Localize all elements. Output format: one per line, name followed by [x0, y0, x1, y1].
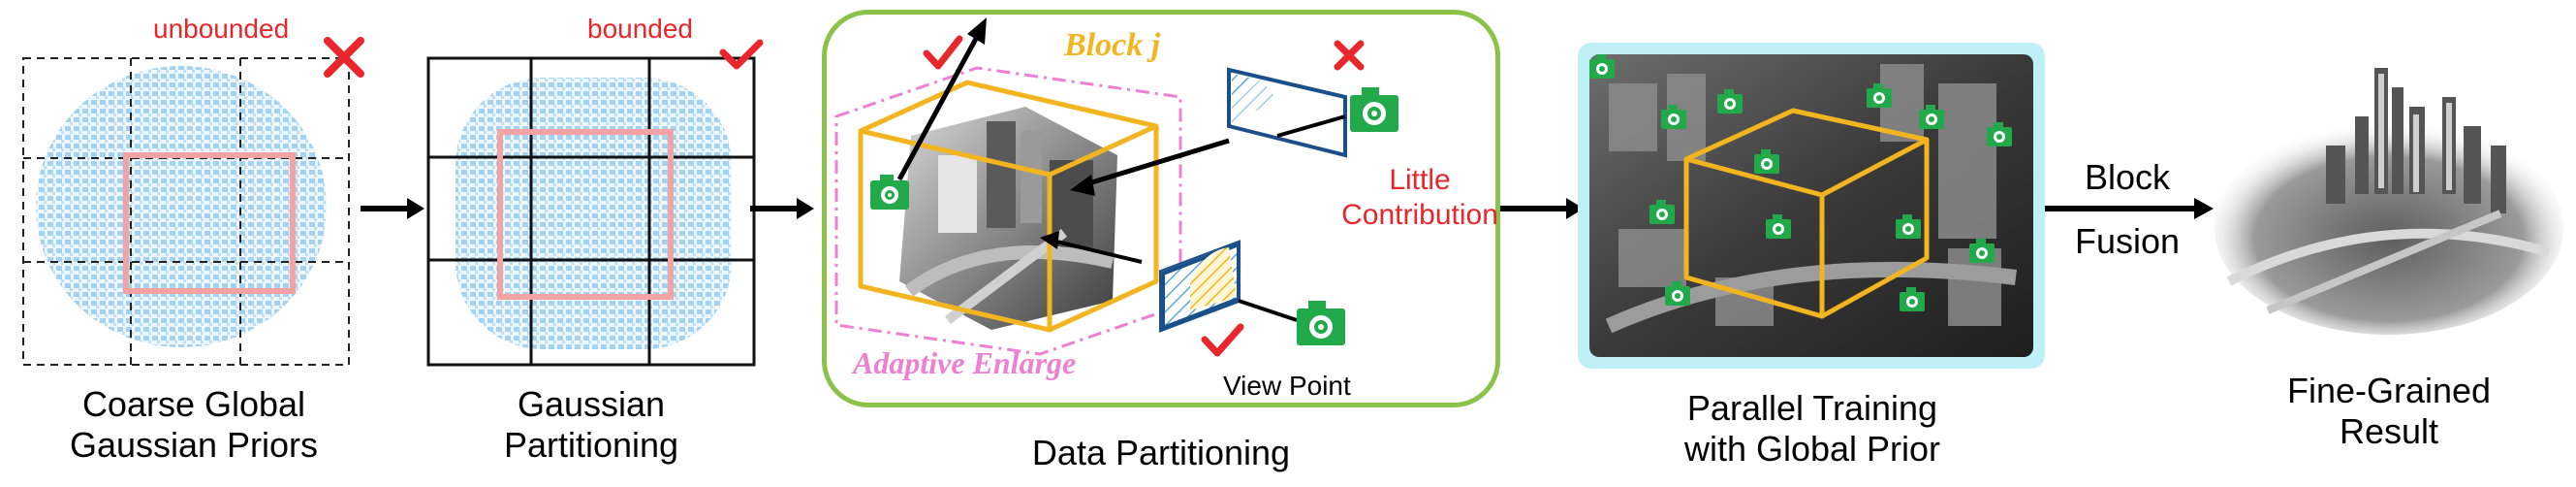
- point-cloud-blob: [36, 66, 327, 347]
- parallel-training-scene: [1589, 54, 2033, 357]
- camera-icon: [870, 175, 909, 210]
- stage2-label-line1: Gaussian: [517, 384, 666, 424]
- camera-icon: [1589, 54, 1615, 79]
- block-fusion-line1: Block: [2084, 157, 2171, 197]
- stage1-label: Coarse Global Gaussian Priors: [10, 384, 378, 466]
- stage5-label: Fine-Grained Result: [2229, 371, 2549, 452]
- stage2-label: Gaussian Partitioning: [407, 384, 775, 466]
- point-cloud-blob: [456, 78, 732, 349]
- stage4-label: Parallel Training with Global Prior: [1570, 388, 2055, 470]
- unbounded-tag: unbounded: [153, 14, 290, 44]
- partition-box: [497, 129, 674, 300]
- stage2-label-line2: Partitioning: [503, 425, 679, 465]
- arrow-2: [750, 198, 814, 219]
- block-j-box: [858, 80, 1159, 333]
- little-line2: Contribution: [1341, 199, 1498, 231]
- stage1-label-line1: Coarse Global: [81, 384, 306, 424]
- partition-box: [123, 152, 296, 294]
- camera-icon: [1297, 301, 1345, 345]
- adaptive-enlarge-label: Adaptive Enlarge: [853, 345, 1077, 380]
- arrow-4: [2045, 198, 2214, 219]
- little-contribution-label: Little Contribution: [1333, 163, 1507, 233]
- arrow-1: [361, 198, 424, 219]
- data-partitioning-diagram: [834, 17, 1398, 357]
- bounded-tag: bounded: [587, 14, 694, 44]
- check-icon: [1201, 323, 1244, 357]
- check-icon: [923, 35, 963, 70]
- city-block-image: [899, 107, 1117, 330]
- stage2-point-cloud: [426, 56, 756, 367]
- little-line1: Little: [1389, 164, 1451, 196]
- fine-grained-result-image: [2215, 68, 2563, 335]
- arrow-up-head: [967, 17, 987, 45]
- view-point-label: View Point: [1223, 371, 1351, 401]
- arrow-3: [1500, 198, 1584, 219]
- stage2-panel: [426, 56, 756, 367]
- stage1-point-cloud: [22, 57, 350, 366]
- stage5-label-line1: Fine-Grained: [2286, 371, 2492, 410]
- cross-icon: [1334, 40, 1365, 71]
- camera-icon: [1350, 87, 1398, 132]
- stage3-label: Data Partitioning: [1031, 433, 1291, 472]
- stage4-label-line2: with Global Prior: [1683, 429, 1941, 469]
- stage5-label-line2: Result: [2339, 411, 2439, 451]
- block-j-box: [1683, 108, 1930, 319]
- cross-icon: [324, 37, 364, 78]
- block-j-label: Block j: [1064, 27, 1161, 63]
- stage1-panel: [21, 56, 351, 367]
- block-fusion-line2: Fusion: [2074, 221, 2181, 261]
- stage1-label-line2: Gaussian Priors: [69, 425, 319, 465]
- check-icon: [719, 39, 764, 70]
- stage4-label-line1: Parallel Training: [1686, 388, 1938, 428]
